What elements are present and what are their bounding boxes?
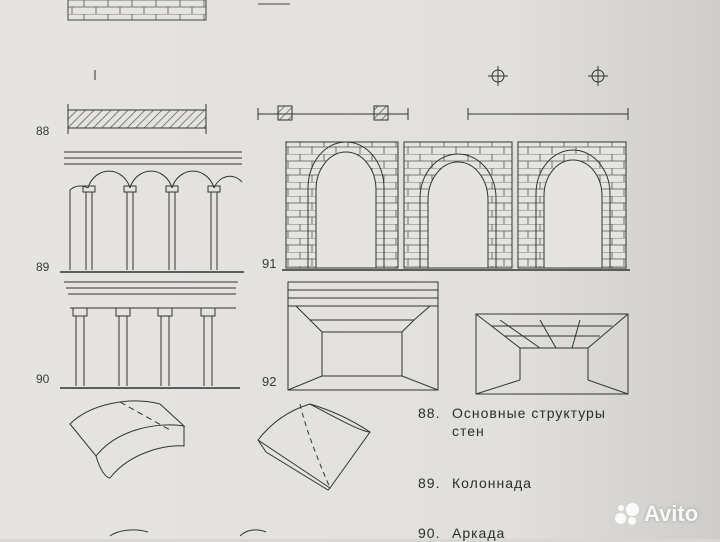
figure-number-88: 88 bbox=[36, 124, 50, 138]
partial-drawing-bottom-2 bbox=[239, 529, 267, 537]
fig90-colonnade-drawing bbox=[60, 281, 240, 389]
caption-text-continued: стен bbox=[452, 423, 485, 439]
figure-number-89: 89 bbox=[36, 260, 50, 274]
fig89-arcade-drawing bbox=[60, 151, 244, 273]
caption-number: 88. bbox=[418, 405, 441, 421]
top-partial-drawings bbox=[67, 0, 290, 21]
figure-number-91: 91 bbox=[262, 256, 277, 271]
fig91-arch-panels bbox=[282, 141, 630, 271]
caption-89: 89. Колоннада bbox=[418, 474, 532, 492]
partial-drawing-bottom bbox=[109, 529, 149, 537]
watermark-text: Avito bbox=[644, 501, 699, 526]
figure-number-90: 90 bbox=[36, 372, 50, 386]
fig88-wall-section bbox=[67, 104, 207, 134]
caption-88: 88. Основные структуры стен bbox=[418, 404, 658, 440]
fig92-interior-drawings bbox=[287, 281, 629, 395]
caption-number: 89. bbox=[418, 475, 441, 491]
caption-number: 90. bbox=[418, 525, 441, 541]
caption-text: Аркада bbox=[452, 525, 506, 541]
caption-text: Колоннада bbox=[452, 475, 532, 491]
plan-markers bbox=[94, 66, 629, 121]
caption-90: 90. Аркада bbox=[418, 524, 505, 542]
figure-number-92: 92 bbox=[262, 374, 277, 389]
avito-watermark: Avito bbox=[614, 500, 698, 528]
vault-drawings bbox=[69, 400, 371, 491]
caption-text: Основные структуры bbox=[452, 405, 606, 421]
avito-logo-icon bbox=[614, 501, 640, 527]
